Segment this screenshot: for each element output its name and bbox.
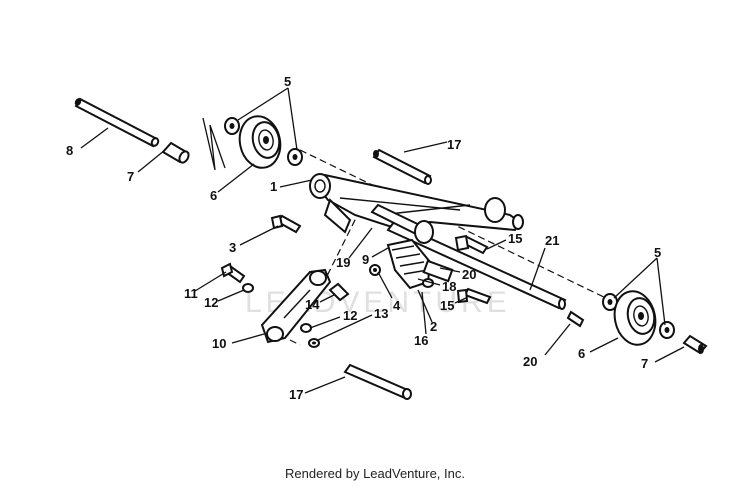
callout-5: 5 xyxy=(284,74,291,89)
part-6-wheel-lower[interactable] xyxy=(610,287,660,348)
part-5-washer-upper-a[interactable] xyxy=(224,117,240,135)
callout-labels: 8 7 5 6 17 1 3 15 21 19 9 20 18 11 12 14… xyxy=(66,74,661,402)
part-7-spacer-lower[interactable] xyxy=(682,334,708,355)
callout-12: 12 xyxy=(204,295,218,310)
part-4-nut[interactable] xyxy=(369,264,381,276)
part-5-washer-upper-b[interactable] xyxy=(287,148,303,166)
part-10-link-arm[interactable] xyxy=(260,268,332,344)
callout-19: 19 xyxy=(336,255,350,270)
part-17-rod-lower[interactable] xyxy=(343,363,412,400)
part-7-spacer-upper[interactable] xyxy=(161,141,190,164)
part-5-washer-lower-b[interactable] xyxy=(659,321,675,339)
part-12-washer-b[interactable] xyxy=(300,323,312,333)
callout-6: 6 xyxy=(210,188,217,203)
footer-credit: Rendered by LeadVenture, Inc. xyxy=(285,466,465,481)
callout-15: 15 xyxy=(508,231,522,246)
cross-tube[interactable] xyxy=(370,203,434,244)
callout-13: 13 xyxy=(374,306,388,321)
callout-1: 1 xyxy=(270,179,277,194)
callout-11: 11 xyxy=(184,286,198,301)
callout-4: 4 xyxy=(393,298,401,313)
callout-21: 21 xyxy=(545,233,559,248)
callout-16: 16 xyxy=(414,333,428,348)
callout-2: 2 xyxy=(430,319,437,334)
connector-zigzag xyxy=(202,117,226,171)
callout-6-lower: 6 xyxy=(578,346,585,361)
callout-20-lower: 20 xyxy=(523,354,537,369)
part-12-washer-a[interactable] xyxy=(242,283,254,293)
callout-7: 7 xyxy=(127,169,134,184)
part-1-frame-arm[interactable] xyxy=(309,173,524,234)
part-17-rod-upper[interactable] xyxy=(372,148,432,185)
callout-15-lower: 15 xyxy=(440,298,454,313)
part-3-bolt[interactable] xyxy=(270,214,302,234)
part-13-nut[interactable] xyxy=(308,338,320,348)
part-6-wheel-upper[interactable] xyxy=(235,112,285,171)
callout-5-lower: 5 xyxy=(654,245,661,260)
part-21-axle[interactable] xyxy=(386,220,567,310)
callout-17-lower: 17 xyxy=(289,387,303,402)
callout-8: 8 xyxy=(66,143,73,158)
part-14-bushing[interactable] xyxy=(328,282,350,302)
leader-lines xyxy=(80,87,685,394)
callout-10: 10 xyxy=(212,336,226,351)
callout-3: 3 xyxy=(229,240,236,255)
callout-20: 20 xyxy=(462,267,476,282)
callout-7-lower: 7 xyxy=(641,356,648,371)
callout-12-lower: 12 xyxy=(343,308,357,323)
callout-17: 17 xyxy=(447,137,461,152)
callout-9: 9 xyxy=(362,252,369,267)
callout-18: 18 xyxy=(442,279,456,294)
part-16-shock-body[interactable] xyxy=(422,259,454,283)
part-20-bolt-lower[interactable] xyxy=(566,310,585,328)
part-15-bolt-upper[interactable] xyxy=(454,234,489,255)
callout-14: 14 xyxy=(305,297,320,312)
part-8-shaft[interactable] xyxy=(73,97,160,148)
